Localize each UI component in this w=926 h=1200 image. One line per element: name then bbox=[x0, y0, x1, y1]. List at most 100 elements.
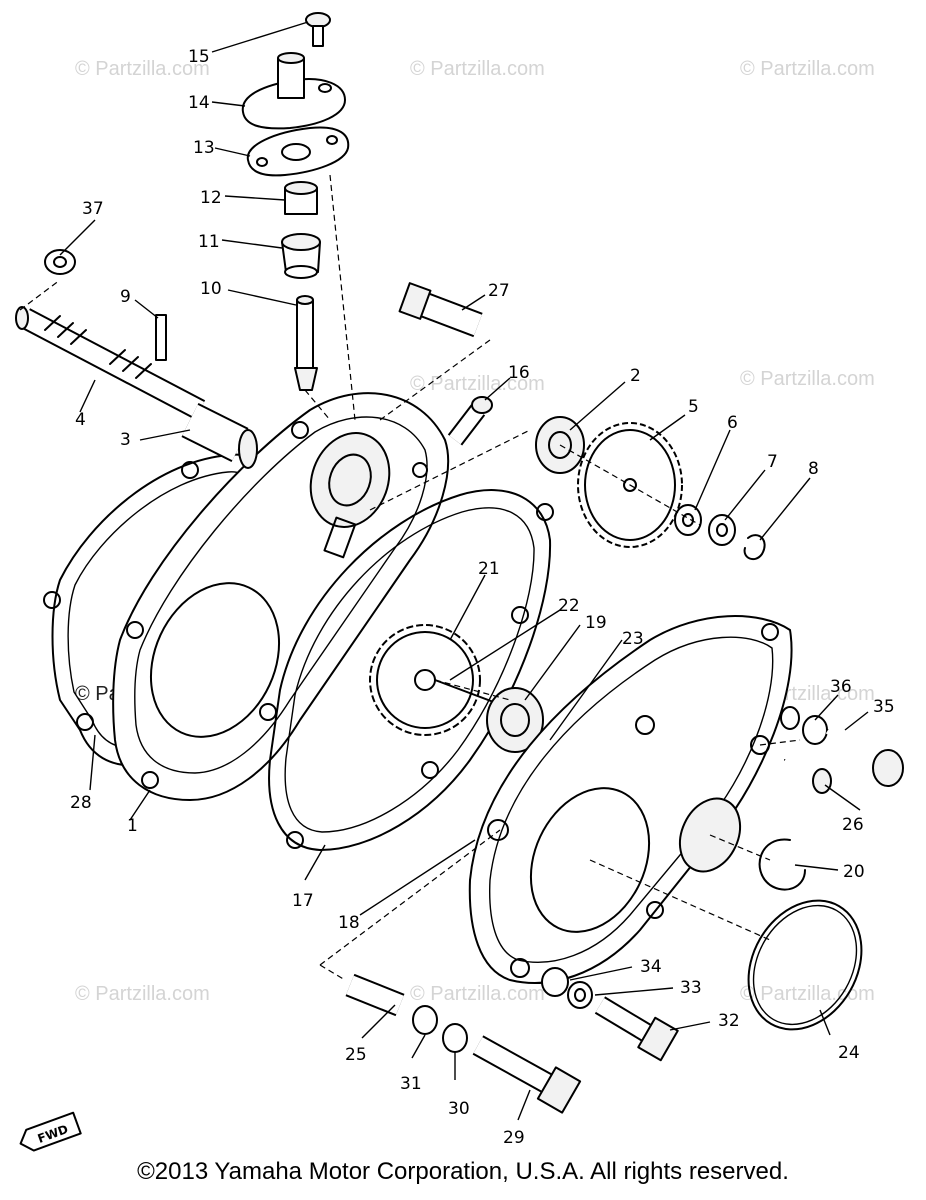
watermark: © Partzilla.com bbox=[740, 58, 875, 80]
watermark: © Partzilla.com bbox=[410, 58, 545, 80]
cover-hole bbox=[141, 771, 159, 789]
callout-22: 22 bbox=[558, 596, 580, 616]
copyright-text: ©2013 Yamaha Motor Corporation, U.S.A. A… bbox=[137, 1158, 789, 1185]
part-clip-20 bbox=[758, 838, 806, 891]
part-gear-21-body bbox=[376, 631, 474, 729]
part-bushing-12 bbox=[284, 181, 318, 215]
cover-hole bbox=[750, 735, 770, 755]
part-clip-8 bbox=[743, 534, 766, 561]
callout-27: 27 bbox=[488, 281, 510, 301]
part-worm-shaft-4 bbox=[15, 306, 206, 420]
fwd-arrow: FWD bbox=[19, 1111, 82, 1152]
outer-cover-opening bbox=[529, 787, 651, 933]
gasket-hole bbox=[259, 703, 277, 721]
cover-hole bbox=[761, 623, 779, 641]
part-washer-30 bbox=[442, 1023, 468, 1053]
gasket-hole bbox=[421, 761, 439, 779]
gasket-hole bbox=[181, 461, 199, 479]
part-bolt-35-shank-fill bbox=[825, 726, 878, 764]
bearing-2-inner bbox=[548, 431, 572, 459]
callout-6: 6 bbox=[727, 413, 738, 433]
part-washer-34 bbox=[541, 967, 569, 997]
watermark: © Partzilla.com bbox=[75, 983, 210, 1005]
part-gasket-17-inner bbox=[284, 507, 535, 833]
washer-6-hole bbox=[682, 513, 694, 527]
part-bolt-27 bbox=[398, 282, 483, 338]
watermark: © Partzilla.com bbox=[740, 983, 875, 1005]
watermark: © Partzilla.com bbox=[410, 983, 545, 1005]
callout-36: 36 bbox=[830, 677, 852, 697]
part-gasket-13 bbox=[246, 126, 350, 177]
callout-2: 2 bbox=[630, 366, 641, 386]
part-bolt-16 bbox=[447, 396, 493, 446]
part-outer-cover bbox=[468, 615, 793, 984]
watermark: © Partzilla.com bbox=[75, 58, 210, 80]
part-washer-6 bbox=[674, 504, 702, 536]
callout-31: 31 bbox=[400, 1074, 422, 1094]
callout-33: 33 bbox=[680, 978, 702, 998]
part-bolt-26-head bbox=[812, 768, 832, 794]
callout-13: 13 bbox=[193, 138, 215, 158]
part-collar-3 bbox=[181, 403, 258, 469]
gasket-hole bbox=[286, 831, 304, 849]
callout-9: 9 bbox=[120, 287, 131, 307]
callout-23: 23 bbox=[622, 629, 644, 649]
callout-34: 34 bbox=[640, 957, 662, 977]
callout-5: 5 bbox=[688, 397, 699, 417]
callout-7: 7 bbox=[767, 452, 778, 472]
part-seal-11 bbox=[281, 233, 321, 279]
part-pin-9 bbox=[155, 314, 167, 361]
callout-30: 30 bbox=[448, 1099, 470, 1119]
part-bolt-26-shank-fill bbox=[782, 755, 821, 783]
callout-10: 10 bbox=[200, 279, 222, 299]
cover-hole bbox=[126, 621, 144, 639]
part-cover-1 bbox=[112, 392, 449, 801]
part-washer-31 bbox=[412, 1005, 438, 1035]
washer-7-hole bbox=[716, 523, 728, 537]
cover-hole bbox=[487, 819, 509, 841]
part-dowel-25-fill bbox=[346, 975, 404, 1015]
oring-24-inner bbox=[752, 904, 858, 1026]
part-bolt-35-head bbox=[872, 749, 904, 787]
callout-18: 18 bbox=[338, 913, 360, 933]
leader-lines bbox=[59, 21, 869, 1121]
cover-hole bbox=[412, 462, 428, 478]
watermark: © Partzilla.com bbox=[740, 368, 875, 390]
part-gear-shaft-10 bbox=[294, 295, 318, 391]
callout-16: 16 bbox=[508, 363, 530, 383]
callout-17: 17 bbox=[292, 891, 314, 911]
cover-opening bbox=[149, 582, 281, 738]
callout-12: 12 bbox=[200, 188, 222, 208]
part-washer-36a bbox=[780, 706, 800, 730]
callout-21: 21 bbox=[478, 559, 500, 579]
callout-32: 32 bbox=[718, 1011, 740, 1031]
alignment-lines bbox=[19, 174, 801, 981]
part-bearing-19 bbox=[486, 687, 544, 753]
callout-25: 25 bbox=[345, 1045, 367, 1065]
cover-hole bbox=[510, 958, 530, 978]
cover-hole bbox=[646, 901, 664, 919]
callout-8: 8 bbox=[808, 459, 819, 479]
part-cover-1-rim bbox=[134, 416, 428, 774]
part-oring-24 bbox=[747, 899, 863, 1031]
cover-boss-bore bbox=[328, 453, 372, 507]
gasket-hole bbox=[536, 503, 554, 521]
callout-14: 14 bbox=[188, 93, 210, 113]
callout-28: 28 bbox=[70, 793, 92, 813]
callout-3: 3 bbox=[120, 430, 131, 450]
callout-35: 35 bbox=[873, 697, 895, 717]
callout-29: 29 bbox=[503, 1128, 525, 1148]
callout-numbers: 1 2 3 4 5 6 7 8 9 10 11 12 13 14 15 16 1… bbox=[70, 47, 895, 1148]
callout-4: 4 bbox=[75, 410, 86, 430]
callout-11: 11 bbox=[198, 232, 220, 252]
watermark: © Partzilla.com bbox=[410, 373, 545, 395]
sprocket-5-hub bbox=[623, 478, 637, 492]
part-washer-7 bbox=[708, 514, 736, 546]
part-bolt-32-shank-fill bbox=[595, 998, 655, 1042]
gasket-hole bbox=[76, 713, 94, 731]
part-bolt-29-head bbox=[536, 1066, 582, 1114]
cover-tab bbox=[323, 516, 357, 559]
washer-33-hole bbox=[574, 988, 586, 1002]
part-fitting-14 bbox=[241, 52, 346, 130]
